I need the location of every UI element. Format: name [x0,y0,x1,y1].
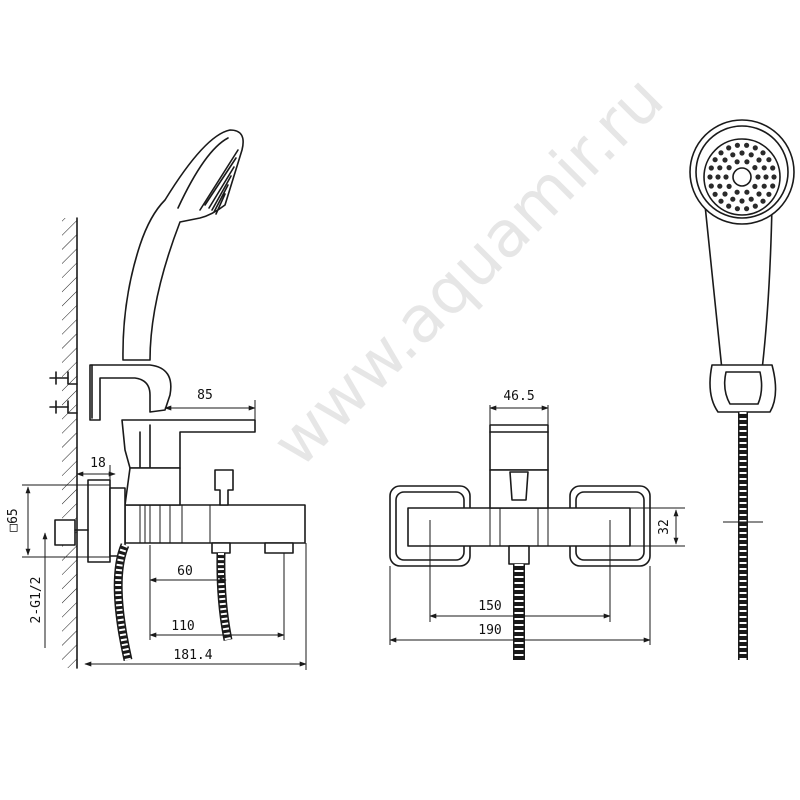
spray-hole [760,198,766,204]
spray-hole [708,165,714,171]
dim-32-label: 32 [657,519,672,535]
spray-hole [748,152,754,158]
wall-fixings [49,371,78,414]
spray-hole [744,142,750,148]
spray-hole [734,142,741,148]
dim-diverter-distance: 60 [149,545,227,640]
dim-46-label: 46.5 [503,389,534,404]
spray-hole [744,159,750,165]
lever-handle [121,419,256,469]
dim-spout-reach: 85 [164,388,256,420]
spray-hole [761,183,767,189]
wall-hatching [62,217,78,669]
spray-hole [770,165,776,171]
spray-holes [707,142,777,212]
spray-hole [756,157,762,163]
spray-hole [726,183,732,189]
dim-18-label: 18 [90,456,106,471]
spray-hole [755,174,761,180]
wall-eccentric [54,479,126,563]
dim-total-depth: 181.4 [84,543,307,670]
spray-hole [734,159,740,165]
hose-front [508,545,530,660]
dim-body-square: □65 [6,484,110,558]
shower-holder [89,364,172,421]
hose-side-bottom [216,552,233,641]
spray-hole [752,203,758,209]
handshower-front [689,119,795,660]
hose-side-left [113,543,133,661]
dim-inlet-spacing: 150 [429,520,611,622]
spray-hole [707,174,713,180]
spray-hole [712,157,718,163]
spray-hole [726,145,732,151]
handshower-side [122,129,244,361]
spray-hole [739,198,745,204]
spray-hole [761,165,767,171]
spray-hole [744,189,750,195]
spray-hole [756,191,762,197]
mixer-body-front [407,507,631,547]
dim-g12-label: 2-G1/2 [29,577,44,624]
dim-body-height: 32 [630,507,685,547]
spray-hole [770,183,776,189]
spray-hole [712,191,718,197]
spray-hole [760,150,766,156]
spray-hole [752,145,758,151]
dim-85-label: 85 [197,388,213,403]
spray-hole [734,206,741,212]
dim-181-label: 181.4 [173,648,212,663]
spray-hole [730,196,736,202]
spray-hole [771,174,777,180]
spray-hole [722,157,728,163]
dim-65-label: □65 [6,508,21,531]
dim-inlet-thread: 2-G1/2 [29,532,48,648]
dim-150-label: 150 [478,599,501,614]
dim-outlet-distance: 110 [149,553,285,640]
handle-front [489,424,549,509]
spray-hole [718,198,724,204]
dim-handle-width: 46.5 [489,389,549,425]
dim-60-label: 60 [177,564,193,579]
spray-hole [752,165,758,171]
dim-wall-offset: 18 [76,456,116,485]
spray-hole [717,165,723,171]
bottom-outlets [211,542,294,554]
spray-hole [739,150,745,156]
spray-hole [708,183,714,189]
side-view: 85 18 □65 2-G1/2 60 [6,129,307,670]
diverter-knob-side [214,469,234,506]
spray-hole [726,165,732,171]
spray-hole [766,191,772,197]
dim-110-label: 110 [171,619,194,634]
front-view: 46.5 32 150 190 [389,389,685,660]
watermark-text: www.aquamir.ru [259,62,678,481]
spray-hole [748,196,754,202]
spray-hole [752,183,758,189]
spray-hole [744,206,750,212]
spray-hole [730,152,736,158]
spray-hole [734,189,740,195]
spray-hole [763,174,769,180]
spray-hole [722,191,728,197]
spray-hole [718,150,724,156]
spray-hole [726,203,732,209]
spray-hole [717,183,723,189]
spray-hole [723,174,729,180]
mixer-body-side [124,467,306,544]
spray-hole [715,174,721,180]
dim-190-label: 190 [478,623,501,638]
spray-hole [766,157,772,163]
dim-total-width: 190 [389,566,651,645]
